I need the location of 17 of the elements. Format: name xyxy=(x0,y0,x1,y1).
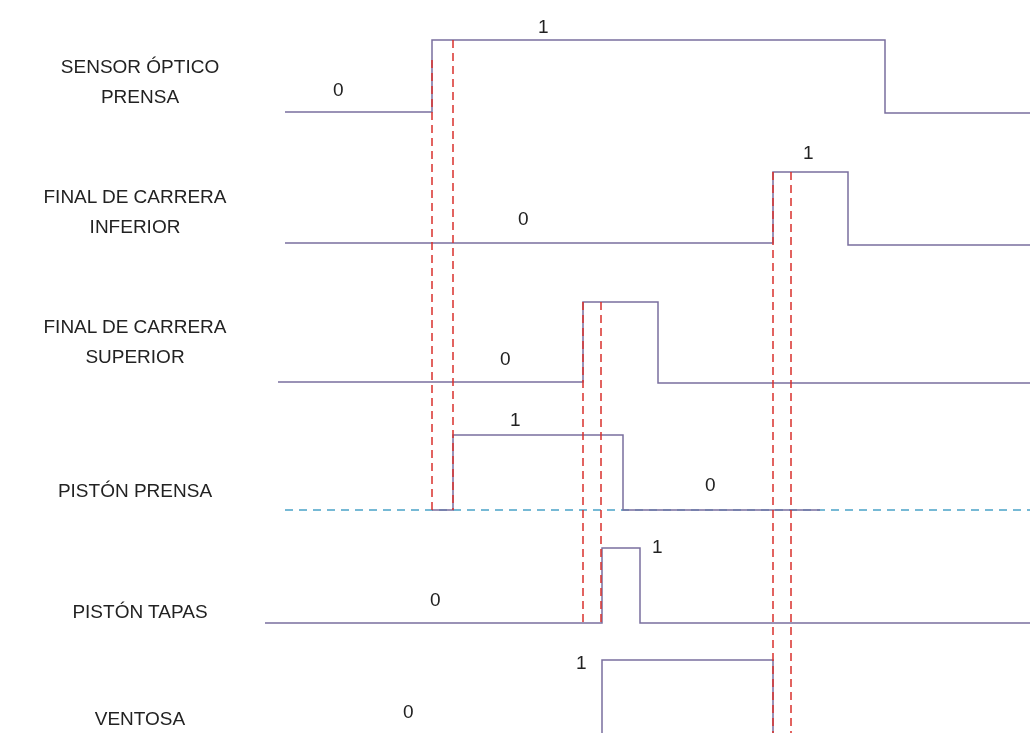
signal-name: FINAL DE CARRERA SUPERIOR xyxy=(42,315,228,369)
logic-level: 0 xyxy=(333,78,344,102)
logic-level: 0 xyxy=(430,588,441,612)
logic-level: 0 xyxy=(403,700,414,724)
logic-level: 1 xyxy=(538,15,549,39)
logic-level: 0 xyxy=(518,207,529,231)
signal-name: PISTÓN PRENSA xyxy=(56,479,214,503)
logic-level: 0 xyxy=(705,473,716,497)
logic-level: 1 xyxy=(510,408,521,432)
logic-level: 0 xyxy=(500,347,511,371)
signal-name: FINAL DE CARRERA INFERIOR xyxy=(42,185,228,239)
signal-name: PISTÓN TAPAS xyxy=(71,600,209,624)
signal-name: VENTOSA xyxy=(93,707,187,731)
signal-name: SENSOR ÓPTICO PRENSA xyxy=(59,55,221,109)
logic-level: 1 xyxy=(652,535,663,559)
logic-level: 1 xyxy=(576,651,587,675)
logic-level: 1 xyxy=(803,141,814,165)
